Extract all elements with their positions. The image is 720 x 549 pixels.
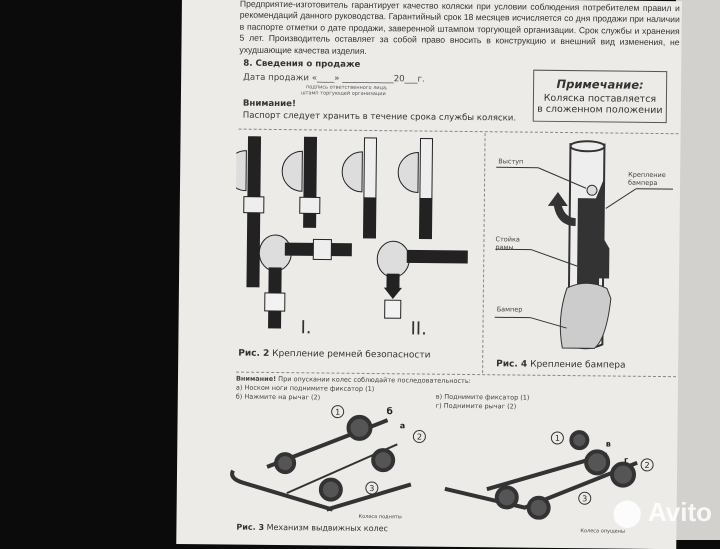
fig3-caption-num: Рис. 3	[236, 523, 264, 532]
mark-right-3: 3	[582, 494, 587, 503]
warranty-paragraph: Предприятие-изготовитель гарантирует кач…	[239, 0, 680, 60]
state-raised: Колеса подняты	[359, 514, 402, 520]
mark-left-b: б	[386, 406, 392, 417]
state-lowered: Колеса опущены	[580, 528, 625, 534]
harness-label-1: I.	[300, 317, 311, 338]
divider-vertical	[482, 133, 486, 373]
fig2-caption-num: Рис. 2	[238, 349, 269, 359]
fig3-caption-text: Механизм выдвижных колес	[267, 523, 388, 533]
sign-hint-2: штамп торгующей организации	[301, 91, 386, 97]
label-frame-post: Стойка рамы	[495, 235, 531, 251]
mark-right-v: в	[606, 439, 611, 448]
attention-label: Внимание!	[243, 99, 296, 110]
note-line-2: в сложенном положении	[534, 104, 666, 116]
harness-illustration: NIKA I. II.	[234, 133, 476, 346]
mark-left-2: 2	[417, 432, 422, 441]
label-bumper: Бампер	[497, 305, 523, 313]
mark-right-1: 1	[555, 434, 560, 443]
mark-left-a: а	[400, 421, 406, 430]
avito-logo-icon: ⬤	[613, 497, 642, 527]
mark-right-g: г	[624, 456, 628, 465]
mark-left-3: 3	[369, 484, 374, 493]
note-box: Примечание: Коляска поставляется в сложе…	[533, 70, 668, 123]
note-title: Примечание:	[534, 77, 666, 92]
manual-page: Предприятие-изготовитель гарантирует кач…	[176, 0, 682, 549]
fig4-caption: Рис. 4 Крепление бампера	[496, 359, 625, 370]
harness-label-2: II.	[410, 318, 427, 339]
avito-text: Avito	[648, 497, 712, 527]
fig4-caption-num: Рис. 4	[496, 359, 527, 369]
label-protrusion: Выступ	[498, 157, 523, 165]
background-wall	[676, 0, 720, 540]
mark-left-1: 1	[335, 408, 340, 417]
sale-heading: 8. Сведения о продаже	[243, 59, 360, 70]
mark-right-2: 2	[645, 461, 650, 470]
fig2-caption-text: Крепление ремней безопасности	[272, 349, 430, 361]
wheels-raised	[232, 416, 412, 511]
attention-text: Паспорт следует хранить в течение срока …	[243, 111, 516, 124]
wheel-mechanism-illustration: 1 2 3 б а 1 2 3 в г	[227, 401, 678, 522]
fig4-caption-text: Крепление бампера	[530, 360, 626, 371]
sale-date-line: Дата продажи «____» ____________20___г.	[243, 73, 425, 85]
brand-label: NIKA	[248, 164, 256, 181]
avito-watermark: ⬤ Avito	[613, 497, 712, 528]
warning-title: Внимание!	[236, 375, 276, 383]
harness-ii	[341, 138, 469, 319]
fig3-caption: Рис. 3 Механизм выдвижных колес	[236, 523, 388, 534]
fig2-caption: Рис. 2 Крепление ремней безопасности	[238, 349, 430, 361]
label-bumper-mount: Крепление бампера	[628, 171, 672, 187]
